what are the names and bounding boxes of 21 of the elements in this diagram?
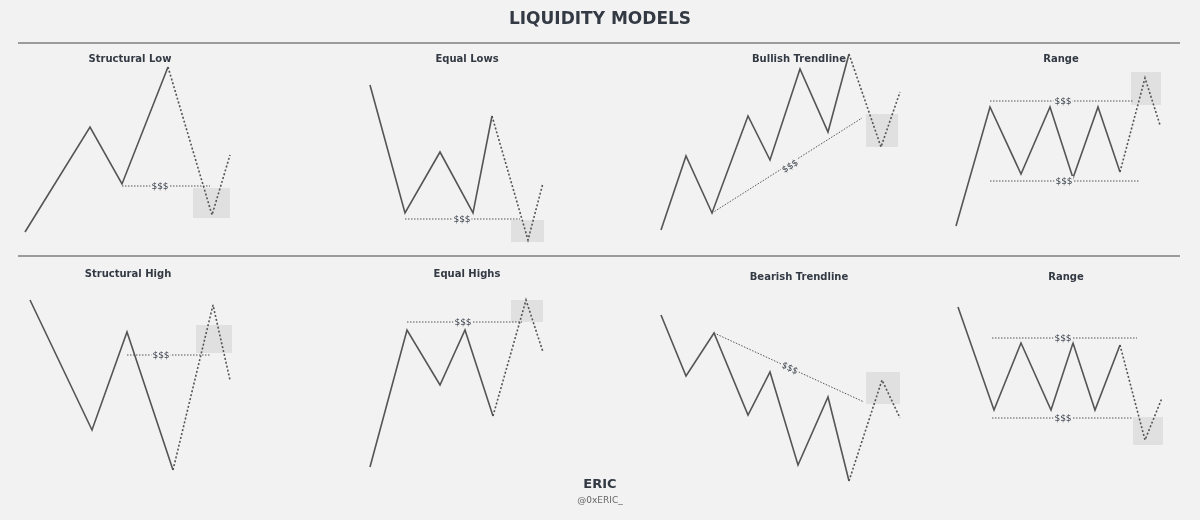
panel-title: Bullish Trendline <box>751 52 847 64</box>
liquidity-label: $$$ <box>452 214 472 224</box>
liquidity-label: $$$ <box>779 359 801 377</box>
panel-title: Structural High <box>84 267 172 279</box>
panel-title: Equal Highs <box>433 267 501 279</box>
panel-title: Range <box>1043 52 1079 64</box>
liquidity-label: $$$ <box>1053 333 1073 343</box>
panel-title: Range <box>1048 270 1084 282</box>
liquidity-label: $$$ <box>151 350 171 360</box>
liquidity-label: $$$ <box>453 317 473 327</box>
panel-title: Structural Low <box>88 52 172 64</box>
panel-title: Equal Lows <box>435 52 499 64</box>
author-handle: @0xERIC_ <box>577 495 623 505</box>
diagram-title: LIQUIDITY MODELS <box>508 8 692 28</box>
liquidity-label: $$$ <box>1054 176 1074 186</box>
liquidity-label: $$$ <box>150 181 170 191</box>
panel-title: Bearish Trendline <box>749 270 849 282</box>
liquidity-label: $$$ <box>1053 413 1073 423</box>
author-signature: ERIC <box>583 475 617 491</box>
liquidity-label: $$$ <box>1053 96 1073 106</box>
liquidity-label: $$$ <box>779 156 801 176</box>
